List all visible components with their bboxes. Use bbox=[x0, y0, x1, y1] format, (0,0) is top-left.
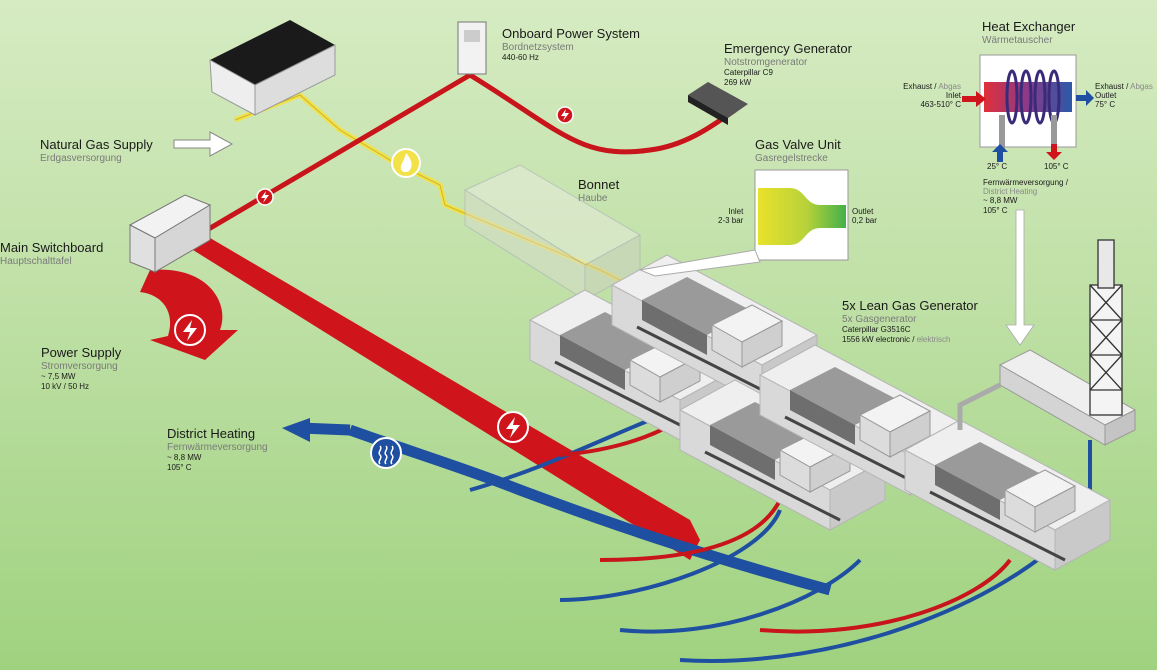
lightning-bolt-icon bbox=[174, 314, 206, 346]
hx-inlet: Inlet bbox=[945, 91, 961, 101]
hx-hot-temp: 105° C bbox=[1044, 162, 1069, 171]
district-heating-subtitle: Fernwärmeversorgung bbox=[167, 441, 268, 453]
gas-valve-outlet-label: Outlet 0,2 bar bbox=[852, 207, 877, 225]
lean-gas-title: 5x Lean Gas Generator bbox=[842, 298, 978, 313]
power-supply-title: Power Supply bbox=[41, 345, 122, 360]
heat-flow-arrow bbox=[1005, 209, 1035, 346]
onboard-power-label: Onboard Power System Bordnetzsystem 440-… bbox=[502, 26, 641, 63]
gas-valve-inlet: Inlet bbox=[728, 207, 744, 216]
power-supply-subtitle: Stromversorgung bbox=[41, 360, 118, 372]
bonnet-title: Bonnet bbox=[578, 177, 620, 192]
lightning-bolt-icon bbox=[256, 188, 274, 206]
hx-outlet: Outlet bbox=[1095, 91, 1117, 101]
district-heating-capacity: ~ 8,8 MW bbox=[167, 453, 202, 463]
hx-exhaust-out-de: Abgas bbox=[1130, 82, 1153, 91]
natural-gas-arrow bbox=[173, 131, 234, 157]
lean-gas-power-en: 1556 kW electronic / bbox=[842, 334, 917, 344]
natural-gas-subtitle: Erdgasversorgung bbox=[40, 152, 122, 164]
gas-valve-inlet-label: Inlet 2-3 bar bbox=[718, 207, 743, 225]
lightning-bolt-icon bbox=[497, 411, 529, 443]
gas-valve-unit-panel bbox=[638, 169, 849, 277]
hx-exhaust-in-de: Abgas bbox=[938, 82, 961, 91]
hx-inlet-temp: 463-510° C bbox=[920, 100, 961, 110]
hx-supply-power: ~ 8,8 MW bbox=[983, 196, 1018, 206]
gas-supply-container bbox=[209, 20, 336, 116]
power-supply-voltage: 10 kV / 50 Hz bbox=[41, 381, 90, 391]
lean-gas-power: 1556 kW electronic / elektrisch bbox=[842, 335, 978, 344]
emergency-subtitle: Notstromgenerator bbox=[724, 56, 808, 68]
emergency-generator-unit bbox=[688, 82, 748, 125]
heat-exchanger-panel bbox=[962, 54, 1094, 162]
hot-outlet-arrow bbox=[1046, 144, 1062, 160]
hx-hot-temp-text: 105° C bbox=[1044, 162, 1069, 171]
heat-exchanger-subtitle: Wärmetauscher bbox=[982, 34, 1053, 46]
lightning-bolt-icon bbox=[556, 106, 574, 124]
main-switchboard-label: Main Switchboard Hauptschalttafel bbox=[0, 240, 104, 267]
power-line-onboard bbox=[188, 72, 472, 243]
onboard-subtitle: Bordnetzsystem bbox=[502, 41, 574, 53]
flame-icon bbox=[391, 148, 421, 178]
lean-gas-subtitle: 5x Gasgenerator bbox=[842, 313, 917, 325]
hx-outlet-label: Exhaust / Abgas Outlet 75° C bbox=[1095, 82, 1153, 110]
power-supply-label: Power Supply Stromversorgung ~ 7,5 MW 10… bbox=[41, 345, 122, 391]
heat-exchanger-label: Heat Exchanger Wärmetauscher bbox=[982, 19, 1076, 46]
hx-exhaust-inlet: Exhaust / Abgas bbox=[895, 82, 961, 91]
district-heating-title: District Heating bbox=[167, 426, 256, 441]
main-switchboard-cabinet bbox=[128, 194, 212, 273]
heat-exchanger-title: Heat Exchanger bbox=[982, 19, 1076, 34]
natural-gas-title: Natural Gas Supply bbox=[40, 137, 153, 152]
emergency-detail-power: 269 kW bbox=[724, 77, 752, 87]
switchboard-title: Main Switchboard bbox=[0, 240, 104, 255]
district-heating-pipe bbox=[348, 424, 832, 596]
exhaust-stack bbox=[1089, 239, 1123, 416]
hx-supply-label: Fernwärmeversorgung / District Heating ~… bbox=[983, 178, 1068, 215]
bonnet-label: Bonnet Haube bbox=[578, 177, 620, 204]
onboard-title: Onboard Power System bbox=[502, 26, 641, 41]
power-supply-capacity: ~ 7,5 MW bbox=[41, 372, 76, 382]
district-heating-temp: 105° C bbox=[167, 462, 192, 472]
power-line-emergency bbox=[468, 72, 737, 155]
gas-valve-title: Gas Valve Unit bbox=[755, 137, 841, 152]
lean-gas-generator-label: 5x Lean Gas Generator 5x Gasgenerator Ca… bbox=[842, 298, 978, 344]
gas-valve-subtitle: Gasregelstrecke bbox=[755, 152, 828, 164]
bonnet-subtitle: Haube bbox=[578, 192, 608, 204]
hx-exhaust-outlet: Exhaust / Abgas bbox=[1095, 82, 1153, 91]
hx-supply-de: Fernwärmeversorgung / bbox=[983, 178, 1068, 187]
district-heating-arrow bbox=[282, 418, 310, 442]
emergency-generator-label: Emergency Generator Notstromgenerator Ca… bbox=[724, 41, 852, 87]
gas-valve-outlet: Outlet bbox=[852, 207, 874, 216]
gas-valve-outlet-value: 0,2 bar bbox=[852, 216, 877, 226]
hx-supply-temp: 105° C bbox=[983, 205, 1008, 215]
power-band bbox=[185, 235, 690, 560]
hx-exhaust-out-en: Exhaust / bbox=[1095, 82, 1131, 91]
hx-supply-en: District Heating bbox=[983, 187, 1038, 197]
hx-inlet-label: Exhaust / Abgas Inlet 463-510° C bbox=[895, 82, 961, 110]
heat-waves-icon bbox=[370, 437, 402, 469]
district-heating-label: District Heating Fernwärmeversorgung ~ 8… bbox=[167, 426, 268, 472]
hx-exhaust-in-en: Exhaust / bbox=[903, 82, 939, 91]
lean-gas-power-de: elektrisch bbox=[916, 334, 951, 344]
onboard-cabinet bbox=[457, 21, 487, 75]
gas-valve-inlet-value: 2-3 bar bbox=[718, 216, 744, 226]
lean-gas-model: Caterpillar G3516C bbox=[842, 325, 911, 335]
cold-inlet-arrow bbox=[992, 144, 1008, 162]
emergency-detail-model: Caterpillar C9 bbox=[724, 68, 773, 78]
hx-cold-temp-text: 25° C bbox=[987, 162, 1008, 171]
natural-gas-label: Natural Gas Supply Erdgasversorgung bbox=[40, 137, 153, 164]
generator-5 bbox=[903, 418, 1112, 572]
emergency-title: Emergency Generator bbox=[724, 41, 852, 56]
switchboard-subtitle: Hauptschalttafel bbox=[0, 255, 72, 267]
hx-outlet-temp: 75° C bbox=[1095, 100, 1116, 110]
exhaust-inlet-arrow bbox=[962, 91, 986, 107]
exhaust-outlet-arrow bbox=[1076, 90, 1094, 106]
hx-cold-temp: 25° C bbox=[987, 162, 1007, 171]
onboard-detail: 440-60 Hz bbox=[502, 53, 539, 63]
gas-valve-label: Gas Valve Unit Gasregelstrecke bbox=[755, 137, 841, 164]
